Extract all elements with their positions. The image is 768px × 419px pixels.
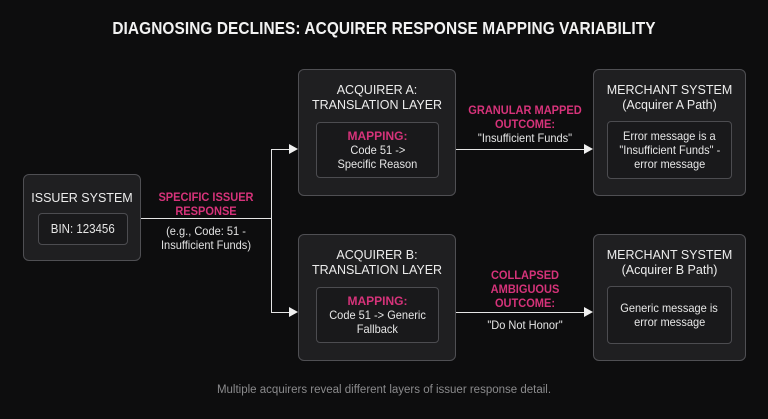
issuer-heading: ISSUER SYSTEM [31,191,133,205]
outcome-a-value: "Insufficient Funds" [477,131,573,145]
acquirer-a-mapping-box: MAPPING: Code 51 -> Specific Reason [316,122,439,178]
diagram-title: DIAGNOSING DECLINES: ACQUIRER RESPONSE M… [112,18,656,38]
arrow-to-acquirer-b-icon [289,307,298,317]
merchant-b-box: MERCHANT SYSTEM (Acquirer B Path) Generi… [593,234,746,361]
outcome-b-label: COLLAPSED AMBIGUOUS OUTCOME: [490,268,560,310]
arrow-to-merchant-b-icon [584,307,593,317]
connector-issuer-horizontal [141,218,272,219]
acquirer-a-mapping-label: MAPPING: [347,129,408,143]
connector-to-acquirer-b [271,312,291,313]
merchant-a-box: MERCHANT SYSTEM (Acquirer A Path) Error … [593,69,746,196]
footer-caption: Multiple acquirers reveal different laye… [216,384,552,396]
acquirer-a-heading: ACQUIRER A: TRANSLATION LAYER [311,83,443,112]
acquirer-b-heading: ACQUIRER B: TRANSLATION LAYER [311,248,443,277]
connector-split-vertical [271,149,272,313]
acquirer-a-box: ACQUIRER A: TRANSLATION LAYER MAPPING: C… [298,69,456,196]
outcome-a-label: GRANULAR MAPPED OUTCOME: "Insufficient F… [462,103,589,145]
issuer-response-label: SPECIFIC ISSUER RESPONSE [158,190,254,218]
acquirer-b-box: ACQUIRER B: TRANSLATION LAYER MAPPING: C… [298,234,456,361]
bin-value: BIN: 123456 [51,222,115,236]
connector-to-acquirer-a [271,149,291,150]
connector-outcome-a [456,149,586,150]
merchant-b-heading: MERCHANT SYSTEM (Acquirer B Path) [606,248,733,277]
arrow-to-acquirer-a-icon [289,144,298,154]
issuer-response-detail: (e.g., Code: 51 - Insufficient Funds) [160,224,251,252]
bin-box: BIN: 123456 [38,213,128,245]
connector-outcome-b [456,312,586,313]
merchant-a-heading: MERCHANT SYSTEM (Acquirer A Path) [606,83,733,112]
acquirer-b-mapping-label: MAPPING: [347,294,408,308]
merchant-a-message-box: Error message is a "Insufficient Funds" … [607,121,732,179]
merchant-b-message-box: Generic message is error message [607,286,732,344]
acquirer-b-mapping-box: MAPPING: Code 51 -> Generic Fallback [316,287,439,343]
issuer-system-box: ISSUER SYSTEM BIN: 123456 [23,174,141,261]
outcome-b-value: "Do Not Honor" [487,318,563,332]
arrow-to-merchant-a-icon [584,144,593,154]
